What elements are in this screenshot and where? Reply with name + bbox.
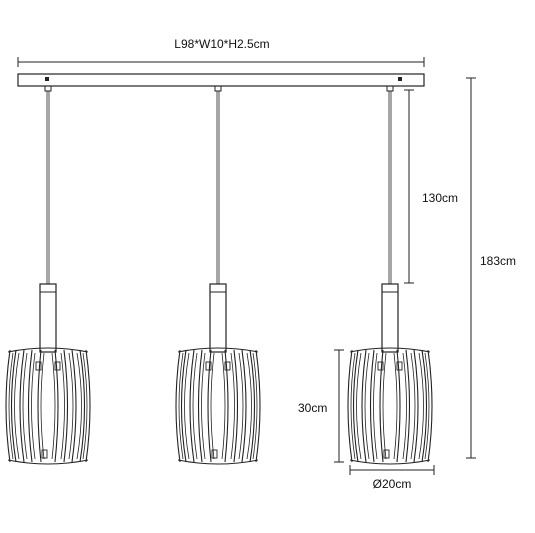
lamp-holder — [209, 283, 227, 353]
cage-fin-inner — [68, 352, 74, 460]
cage-fin — [79, 349, 86, 463]
cage-clip — [383, 449, 390, 459]
cage-clip — [211, 449, 218, 459]
cage-fin-inner — [230, 352, 235, 460]
cage-fin-inner — [51, 352, 56, 460]
cage-fin — [19, 349, 25, 463]
cage-fin-inner — [402, 352, 407, 460]
cage-fin — [347, 349, 353, 463]
cage-fin — [71, 349, 77, 463]
cage-fin-inner — [393, 352, 398, 460]
cage-clip — [377, 361, 384, 371]
cage-fin-inner — [14, 352, 20, 460]
cage-top-rim — [177, 347, 259, 353]
cage-fin-inner — [364, 352, 370, 460]
pendants — [5, 85, 433, 465]
cage-fin — [175, 349, 181, 463]
cage-fin-inner — [246, 352, 252, 460]
cage-top-rim — [7, 347, 89, 353]
lamp-holder — [39, 283, 57, 353]
cord-connector — [214, 85, 222, 92]
cage-fin — [63, 349, 69, 463]
total-height-label: 183cm — [480, 254, 516, 268]
cage-fin — [27, 349, 33, 463]
cage-fin — [369, 349, 375, 463]
cage-clip — [35, 361, 42, 371]
cage-fin — [427, 349, 433, 463]
shade-height-label: 30cm — [298, 401, 327, 415]
lamp-holder — [381, 283, 399, 353]
shade-diameter-label: Ø20cm — [373, 477, 412, 491]
cage-fin-inner — [252, 352, 258, 460]
cage-fin — [180, 349, 187, 463]
cage-fin-inner — [410, 352, 416, 460]
cage-fin — [233, 349, 239, 463]
cage-fin — [255, 349, 261, 463]
cage-fin — [413, 349, 419, 463]
cage-fin-inner — [60, 352, 65, 460]
cage-fin — [352, 349, 359, 463]
cage-fin — [37, 349, 42, 463]
cord-connector — [44, 85, 52, 92]
cage-bottom-rim — [349, 459, 431, 465]
cage-clip — [224, 361, 231, 371]
cage-clip — [54, 361, 61, 371]
cage-fin — [361, 349, 367, 463]
cage-fin-inner — [221, 352, 226, 460]
cage-fin-inner — [76, 352, 82, 460]
cage-fin — [197, 349, 203, 463]
cage-clip — [41, 449, 48, 459]
canopy-width-dimension: L98*W10*H2.5cm — [17, 37, 425, 67]
cage-fin-inner — [22, 352, 28, 460]
total-height-dimension: 183cm — [466, 77, 516, 459]
cage-fin-inner — [40, 352, 45, 460]
cage-fin — [396, 349, 401, 463]
cage-fin-inner — [8, 352, 14, 460]
cord-drop-dimension: 130cm — [404, 89, 458, 284]
cage-fin — [85, 349, 91, 463]
cage-fin-inner — [31, 352, 36, 460]
canopy-dimension-label: L98*W10*H2.5cm — [174, 37, 269, 51]
cage-fin — [5, 349, 11, 463]
cage-fin-inner — [238, 352, 244, 460]
cage-fin — [54, 349, 59, 463]
cage-fin — [421, 349, 428, 463]
cage-clip — [396, 361, 403, 371]
pendant-left — [5, 85, 91, 465]
cord-drop-label: 130cm — [422, 191, 458, 205]
cage-fin-inner — [192, 352, 198, 460]
cage-fin-inner — [210, 352, 215, 460]
shade-diameter-dimension: Ø20cm — [349, 465, 435, 491]
cage-fin-inner — [424, 352, 430, 460]
ceiling-canopy — [17, 73, 425, 87]
pendant-middle — [175, 85, 261, 465]
cage-fin-inner — [382, 352, 387, 460]
cage-fin-inner — [184, 352, 190, 460]
cage-fin-inner — [350, 352, 356, 460]
cord-connector — [386, 85, 394, 92]
cage-bottom-rim — [7, 459, 89, 465]
pendant-right — [347, 85, 433, 465]
cage-clip — [205, 361, 212, 371]
cage-fin-inner — [356, 352, 362, 460]
cage-fin — [10, 349, 17, 463]
cage-fin — [379, 349, 384, 463]
cage-fin-inner — [82, 352, 88, 460]
cage-fin-inner — [178, 352, 184, 460]
cage-bottom-rim — [177, 459, 259, 465]
cage-fin — [241, 349, 247, 463]
shade-height-dimension: 30cm — [298, 349, 344, 463]
cage-fin-inner — [201, 352, 206, 460]
cage-fin — [189, 349, 195, 463]
cage-fin — [405, 349, 411, 463]
cage-fin-inner — [418, 352, 424, 460]
cage-fin-inner — [373, 352, 378, 460]
cage-fin — [249, 349, 256, 463]
cage-top-rim — [349, 347, 431, 353]
